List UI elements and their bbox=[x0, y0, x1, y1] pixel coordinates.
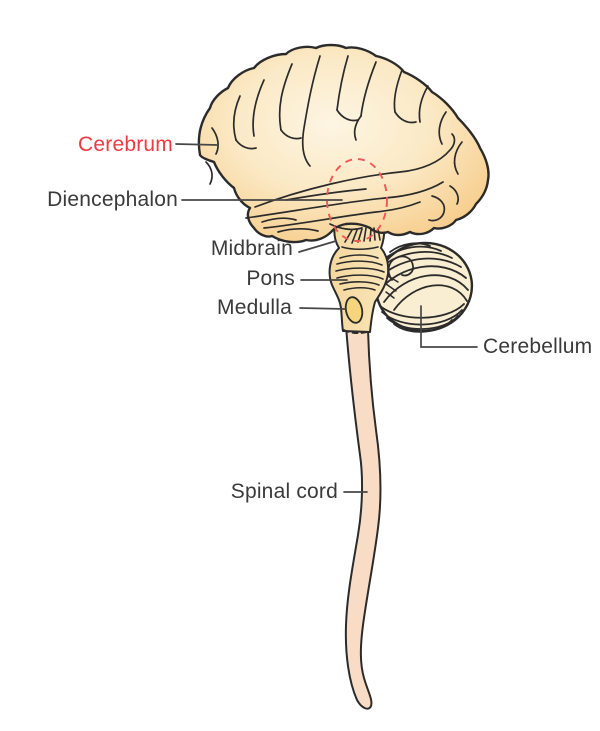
cerebellum-shape bbox=[374, 241, 474, 333]
cord-transition-dashed-line bbox=[343, 329, 371, 335]
label-medulla: Medulla bbox=[217, 296, 292, 319]
label-pons: Pons bbox=[246, 267, 295, 290]
label-cerebellum: Cerebellum bbox=[483, 335, 593, 358]
sulci-lines bbox=[205, 55, 463, 233]
label-cerebrum: Cerebrum bbox=[78, 133, 173, 156]
pointer-line-midbrain bbox=[298, 240, 337, 253]
spinal-cord-shape bbox=[344, 325, 382, 710]
pointer-line-medulla bbox=[299, 307, 346, 310]
pointer-line-cerebellum bbox=[420, 305, 478, 348]
brainstem-detail bbox=[335, 227, 399, 335]
cerebrum-shape bbox=[197, 43, 490, 244]
label-spinal-cord: Spinal cord bbox=[230, 480, 338, 503]
diencephalon-dashed-outline bbox=[326, 158, 388, 242]
medulla-olive bbox=[344, 296, 364, 324]
label-diencephalon: Diencephalon bbox=[47, 188, 178, 211]
label-midbrain: Midbrain bbox=[210, 237, 293, 260]
pointer-line-cerebrum bbox=[175, 143, 219, 146]
pointer-lines bbox=[175, 143, 478, 493]
